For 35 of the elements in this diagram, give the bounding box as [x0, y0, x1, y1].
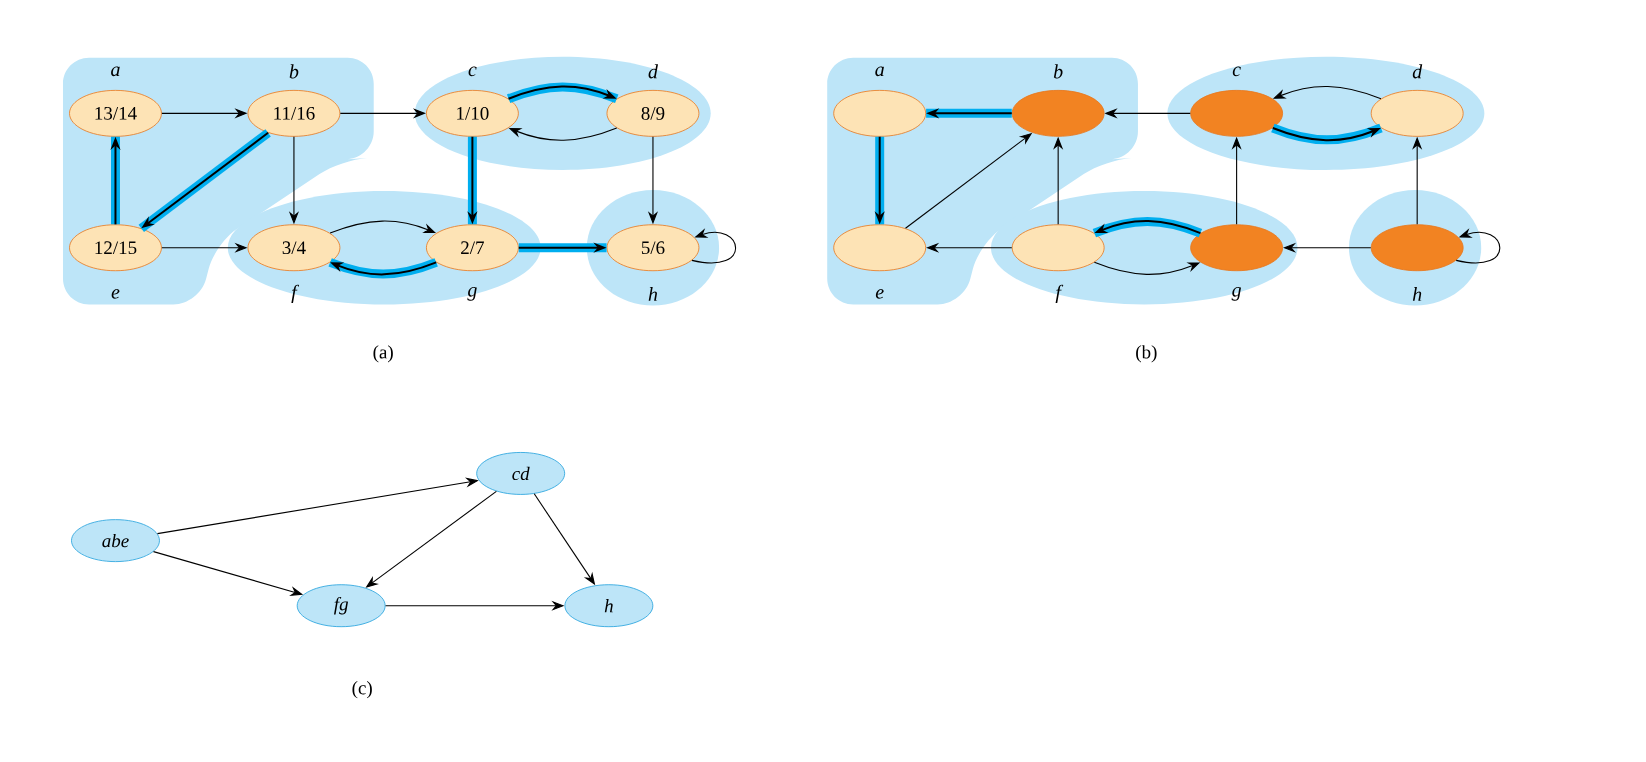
panel-label: (b): [1136, 345, 1157, 363]
vertex-letter: f: [1055, 284, 1064, 304]
vertex-letter: a: [111, 66, 120, 77]
arrow: [517, 242, 607, 253]
panel-label: (c): [352, 681, 372, 699]
vertex-ellipse: [1370, 89, 1464, 137]
vertex-ellipse: [833, 89, 927, 137]
vertex-letter: g: [1231, 287, 1242, 301]
vertex-letter: h: [648, 286, 658, 301]
arrow: [328, 258, 438, 279]
arrow: [1092, 217, 1202, 238]
vertex-letter: b: [289, 64, 299, 79]
vertex-letter: c: [1232, 66, 1241, 77]
panel-label: (a): [373, 345, 393, 363]
vertex-ellipse: [1011, 224, 1105, 272]
vertex-ellipse: [1370, 224, 1464, 272]
vertex-letter: c: [468, 66, 477, 77]
vertex-ellipse: [1190, 89, 1283, 137]
vertex-ellipse: [1011, 89, 1105, 137]
vertex-letter: g: [467, 287, 477, 301]
arrow: [467, 135, 478, 225]
vertex-ellipse: [833, 224, 927, 272]
vertex-ellipse: [1190, 224, 1283, 272]
arrow: [926, 108, 1013, 119]
vertex-letter: b: [1053, 64, 1063, 79]
arrow: [1271, 123, 1383, 145]
vertex-letter: e: [111, 289, 120, 299]
arrow: [507, 82, 619, 103]
vertex-letter: d: [648, 64, 658, 79]
vertex-letter: h: [1412, 286, 1422, 301]
vertex-letter: d: [1412, 64, 1423, 79]
vertex-letter: a: [875, 66, 884, 77]
vertex-letter: f: [291, 284, 299, 304]
arrow: [138, 129, 271, 232]
vertex-letter: e: [875, 289, 884, 299]
